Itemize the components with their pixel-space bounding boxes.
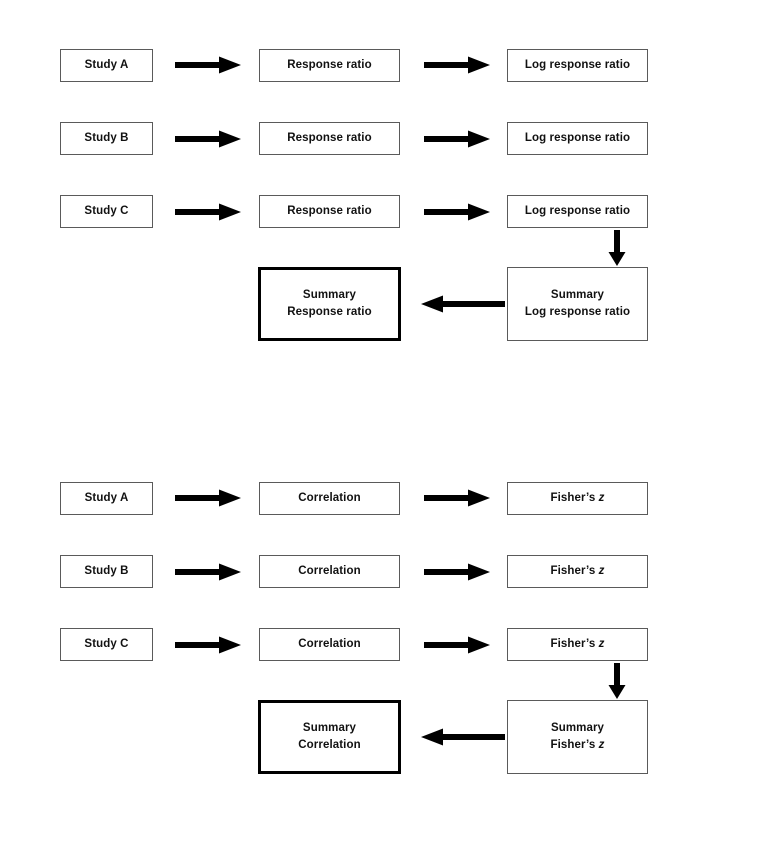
study-label: Study C xyxy=(84,637,129,650)
arrow-right-correlation-to-fisher-a xyxy=(424,489,490,507)
study-box-b-top: Study B xyxy=(60,122,153,155)
transformed-box-log-response-ratio-a: Log response ratio xyxy=(507,49,648,82)
study-label: Study B xyxy=(84,131,129,144)
arrow-right-study-b-to-correlation xyxy=(175,563,241,581)
arrow-right-study-a-to-effect-top xyxy=(175,56,241,74)
effect-box-correlation-c: Correlation xyxy=(259,628,400,661)
effect-label: Response ratio xyxy=(287,131,372,144)
study-box-b-bottom: Study B xyxy=(60,555,153,588)
summary-text: Summary Fisher’s z xyxy=(550,720,604,755)
study-box-c-top: Study C xyxy=(60,195,153,228)
fishers-z-symbol: z xyxy=(598,739,605,751)
effect-box-response-ratio-b: Response ratio xyxy=(259,122,400,155)
effect-label: Response ratio xyxy=(287,204,372,217)
fishers-z-symbol: z xyxy=(598,564,605,577)
arrow-down-fisher-to-summary-bottom xyxy=(608,663,626,699)
transformed-label: Fisher’s z xyxy=(550,491,605,504)
transformed-box-log-response-ratio-b: Log response ratio xyxy=(507,122,648,155)
arrow-left-summary-log-to-summary-ratio xyxy=(421,295,505,313)
arrow-right-effect-to-log-c xyxy=(424,203,490,221)
transformed-label: Fisher’s z xyxy=(550,564,605,577)
transformed-label: Fisher’s z xyxy=(550,637,605,650)
arrow-right-effect-to-log-a xyxy=(424,56,490,74)
study-label: Study B xyxy=(84,564,129,577)
arrow-right-effect-to-log-b xyxy=(424,130,490,148)
transformed-label: Log response ratio xyxy=(524,58,631,71)
effect-box-correlation-a: Correlation xyxy=(259,482,400,515)
study-box-a-bottom: Study A xyxy=(60,482,153,515)
summary-fishers-z-line: Fisher’s z xyxy=(550,739,605,751)
arrow-right-correlation-to-fisher-b xyxy=(424,563,490,581)
arrow-down-log-to-summary-top xyxy=(608,230,626,266)
summary-box-log-response-ratio: Summary Log response ratio xyxy=(507,267,648,341)
arrow-right-correlation-to-fisher-c xyxy=(424,636,490,654)
summary-text: Summary Correlation xyxy=(298,721,361,751)
fishers-z-symbol: z xyxy=(598,491,605,504)
effect-label: Correlation xyxy=(298,637,361,650)
summary-box-correlation: Summary Correlation xyxy=(258,700,401,774)
effect-label: Response ratio xyxy=(287,58,372,71)
arrow-left-summary-fisher-to-summary-correlation xyxy=(421,728,505,746)
effect-label: Correlation xyxy=(298,491,361,504)
transformed-label: Log response ratio xyxy=(524,204,631,217)
arrow-right-study-c-to-correlation xyxy=(175,636,241,654)
transformed-box-fishers-z-b: Fisher’s z xyxy=(507,555,648,588)
effect-label: Correlation xyxy=(298,564,361,577)
arrow-right-study-a-to-correlation xyxy=(175,489,241,507)
transformed-label: Log response ratio xyxy=(524,131,631,144)
summary-box-response-ratio: Summary Response ratio xyxy=(258,267,401,341)
study-label: Study A xyxy=(84,58,129,71)
transformed-box-fishers-z-a: Fisher’s z xyxy=(507,482,648,515)
arrow-right-study-b-to-effect-top xyxy=(175,130,241,148)
study-label: Study A xyxy=(84,491,129,504)
transformed-box-log-response-ratio-c: Log response ratio xyxy=(507,195,648,228)
effect-box-response-ratio-a: Response ratio xyxy=(259,49,400,82)
effect-box-correlation-b: Correlation xyxy=(259,555,400,588)
fishers-z-symbol: z xyxy=(598,637,605,650)
transformed-box-fishers-z-c: Fisher’s z xyxy=(507,628,648,661)
summary-text: Summary Log response ratio xyxy=(524,288,631,318)
summary-text: Summary Response ratio xyxy=(287,288,372,318)
study-box-c-bottom: Study C xyxy=(60,628,153,661)
study-label: Study C xyxy=(84,204,129,217)
study-box-a-top: Study A xyxy=(60,49,153,82)
arrow-right-study-c-to-effect-top xyxy=(175,203,241,221)
effect-box-response-ratio-c: Response ratio xyxy=(259,195,400,228)
summary-box-fishers-z: Summary Fisher’s z xyxy=(507,700,648,774)
